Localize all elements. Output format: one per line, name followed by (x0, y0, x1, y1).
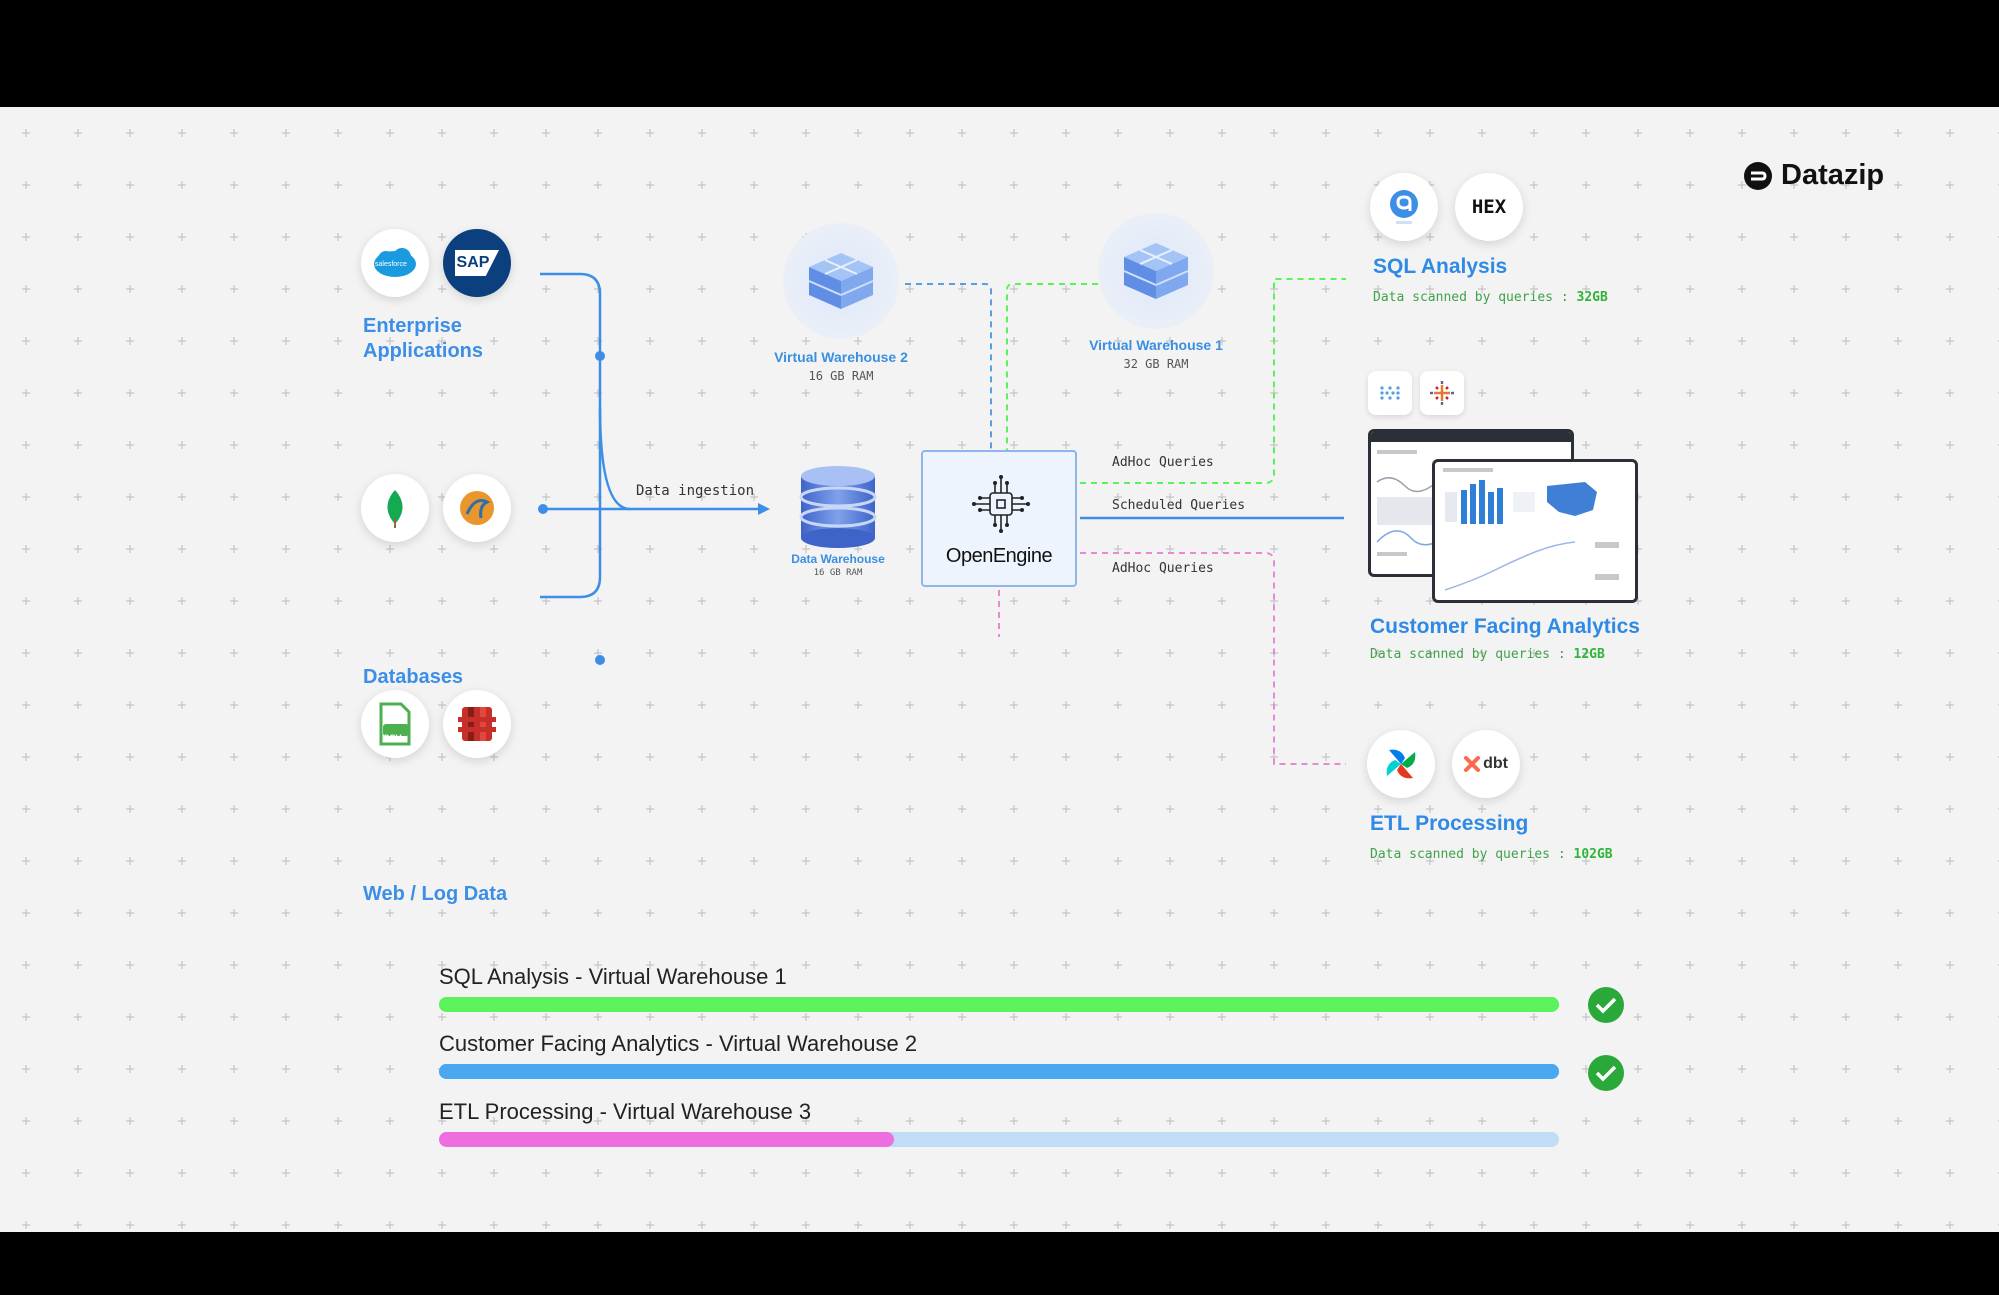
tableau-icon (1420, 371, 1464, 415)
adhoc-queries-bottom-label: AdHoc Queries (1112, 561, 1214, 576)
airflow-icon (1367, 730, 1435, 798)
aws-s3-icon (443, 690, 511, 758)
scheduled-queries-label: Scheduled Queries (1112, 498, 1246, 513)
virtual-warehouse-1-icon (1098, 213, 1214, 329)
etl-processing-scan: Data scanned by queries : 102GB (1370, 847, 1613, 862)
progress-fill-2 (439, 1064, 1559, 1079)
hex-text: HEX (1471, 196, 1507, 218)
customer-facing-analytics-title: Customer Facing Analytics (1370, 615, 1640, 638)
progress-fill-1 (439, 997, 1559, 1012)
progress-track-3 (439, 1132, 1559, 1147)
dashboard-preview-front (1432, 459, 1638, 603)
openengine-label: OpenEngine (945, 545, 1053, 567)
dbt-icon: dbt (1452, 730, 1520, 798)
data-warehouse-ram: 16 GB RAM (813, 568, 863, 578)
mongodb-icon (361, 474, 429, 542)
etl-scan-prefix: Data scanned by queries : (1370, 847, 1574, 862)
data-ingestion-label: Data ingestion (636, 483, 755, 499)
source-label-web-log: Web / Log Data (363, 883, 508, 905)
salesforce-icon: salesforce (361, 229, 429, 297)
datazip-logo: Datazip (1743, 159, 1884, 192)
check-icon-1 (1588, 987, 1624, 1023)
connection-lines (538, 272, 1346, 765)
virtual-warehouse-1-title: Virtual Warehouse 1 (1089, 337, 1223, 353)
virtual-warehouse-2-ram: 16 GB RAM (808, 369, 874, 383)
virtual-warehouse-1-ram: 32 GB RAM (1123, 357, 1189, 371)
source-label-enterprise-line2: Applications (363, 340, 484, 362)
sap-icon: SAP (443, 229, 511, 297)
chip-icon (972, 475, 1030, 533)
source-label-databases: Databases (363, 666, 464, 688)
source-label-enterprise-line1: Enterprise (363, 315, 462, 337)
hex-icon: HEX (1455, 173, 1523, 241)
salesforce-text: salesforce (375, 261, 407, 268)
csv-file-icon: CSV (361, 690, 429, 758)
airbyte-icon (1370, 173, 1438, 241)
csv-text: CSV (383, 733, 402, 743)
brand-name: Datazip (1781, 159, 1885, 191)
datazip-logo-icon (1744, 161, 1772, 190)
progress-fill-3 (439, 1132, 894, 1147)
sql-analysis-scan: Data scanned by queries : 32GB (1373, 290, 1608, 305)
diagram-canvas: Datazip salesforce SAP Enterprise Applic… (0, 107, 1999, 1232)
grid-background (0, 107, 1999, 1232)
openengine-box: OpenEngine (921, 450, 1077, 587)
sql-analysis-title: SQL Analysis (1373, 255, 1508, 278)
source-label-enterprise: Enterprise Applications (363, 314, 483, 364)
dbt-text: dbt (1483, 755, 1508, 772)
data-warehouse-title: Data Warehouse (791, 552, 885, 566)
mysql-icon (443, 474, 511, 542)
virtual-warehouse-2-title: Virtual Warehouse 2 (774, 349, 908, 365)
progress-label-3: ETL Processing - Virtual Warehouse 3 (439, 1099, 812, 1124)
check-icon-2 (1588, 1055, 1624, 1091)
progress-track-2 (439, 1064, 1559, 1079)
sql-scan-prefix: Data scanned by queries : (1373, 290, 1577, 305)
progress-label-2: Customer Facing Analytics - Virtual Ware… (439, 1031, 918, 1056)
sql-scan-value: 32GB (1576, 290, 1608, 305)
adhoc-queries-top-label: AdHoc Queries (1112, 455, 1214, 470)
cfa-scan-value: 12GB (1573, 647, 1605, 662)
etl-scan-value: 102GB (1573, 847, 1613, 862)
cfa-scan-prefix: Data scanned by queries : (1370, 647, 1574, 662)
progress-label-1: SQL Analysis - Virtual Warehouse 1 (439, 964, 787, 989)
etl-processing-title: ETL Processing (1370, 812, 1529, 835)
data-warehouse-icon (797, 464, 879, 553)
progress-track-1 (439, 997, 1559, 1012)
metabase-icon (1368, 371, 1412, 415)
sap-text: SAP (456, 254, 490, 271)
virtual-warehouse-2-icon (783, 223, 899, 339)
customer-facing-analytics-scan: Data scanned by queries : 12GB (1370, 647, 1605, 662)
